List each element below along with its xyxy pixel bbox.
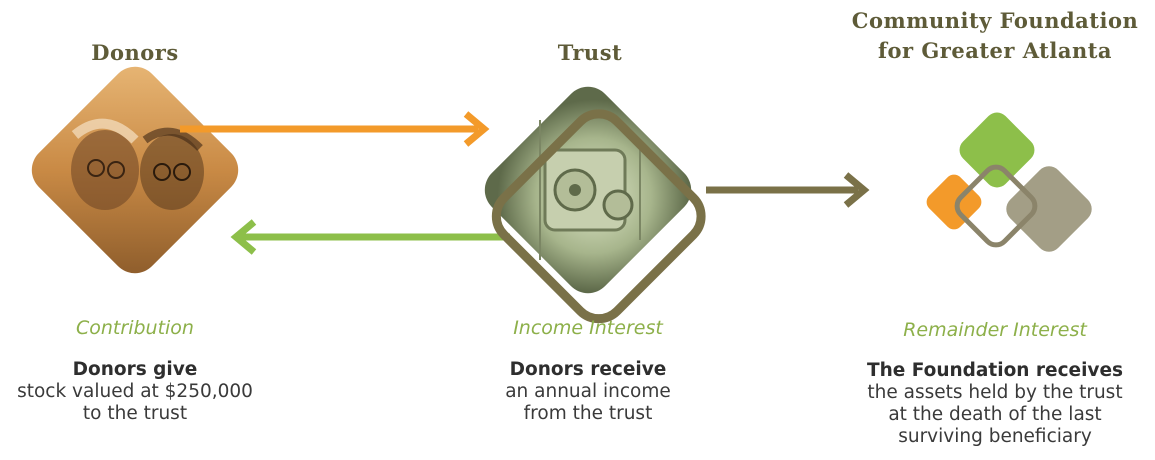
trust-outline-diamond bbox=[491, 109, 706, 324]
trust-description-line: from the trust bbox=[523, 403, 653, 424]
remainder-arrow bbox=[706, 172, 870, 208]
trust-description: Donors receive an annual income from the… bbox=[468, 359, 708, 425]
trust-description-line: an annual income bbox=[505, 381, 671, 402]
donors-description-line: stock valued at $250,000 bbox=[17, 381, 253, 402]
contribution-label: Contribution bbox=[76, 317, 194, 339]
foundation-description-line: surviving beneficiary bbox=[898, 426, 1092, 447]
income-arrow bbox=[230, 219, 510, 255]
contribution-arrow bbox=[180, 111, 490, 147]
income-interest-label: Income Interest bbox=[513, 317, 663, 339]
foundation-heading-line-2: for Greater Atlanta bbox=[877, 38, 1113, 63]
elderly-couple-photo-icon bbox=[31, 66, 239, 274]
donors-heading: Donors bbox=[91, 40, 179, 65]
foundation-description-strong: The Foundation receives bbox=[866, 360, 1124, 381]
trust-description-strong: Donors receive bbox=[509, 359, 667, 380]
foundation-description-line: at the death of the last bbox=[888, 404, 1102, 425]
trust-heading: Trust bbox=[557, 40, 623, 65]
remainder-interest-label: Remainder Interest bbox=[903, 319, 1087, 341]
donors-description: Donors give stock valued at $250,000 to … bbox=[0, 359, 270, 425]
donors-description-strong: Donors give bbox=[72, 359, 198, 380]
donors-description-line: to the trust bbox=[82, 403, 188, 424]
foundation-description-line: the assets held by the trust bbox=[867, 382, 1123, 403]
foundation-description: The Foundation receives the assets held … bbox=[850, 360, 1140, 448]
foundation-heading-line-1: Community Foundation bbox=[851, 8, 1139, 33]
foundation-heading: Community Foundation for Greater Atlanta bbox=[845, 6, 1145, 66]
foundation-logo-icon bbox=[926, 112, 1092, 252]
